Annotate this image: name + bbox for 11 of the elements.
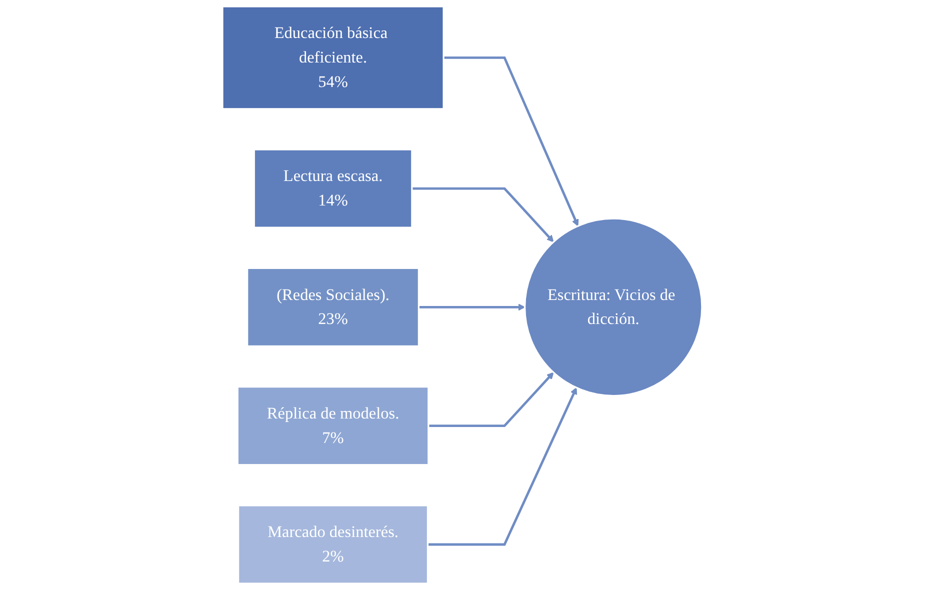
node-circle: Escritura: Vicios de dicción. [524,218,704,397]
arrow [428,387,578,546]
arrow [412,187,554,242]
arrow [444,56,579,226]
arrow [418,304,526,311]
arrow [428,372,554,428]
node-box: Educación básica deficiente. 54% [222,6,445,110]
node-box: (Redes Sociales). 23% [246,267,420,347]
node-box: Lectura escasa. 14% [254,148,413,228]
node-box: Réplica de modelos. 7% [237,386,430,466]
node-box: Marcado desinterés. 2% [238,504,429,584]
